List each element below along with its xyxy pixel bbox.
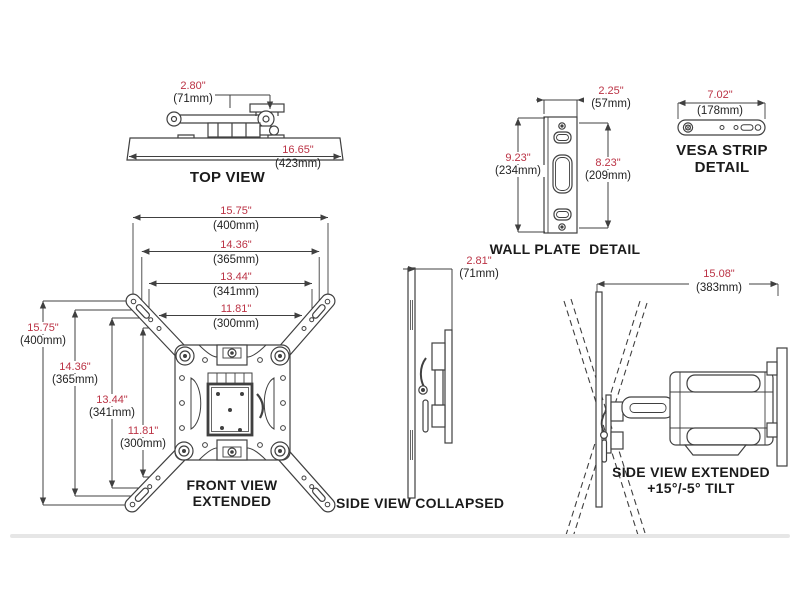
front-height-dim-1-mm: (400mm) — [17, 335, 69, 347]
vesa-strip-length-mm: (178mm) — [696, 105, 743, 117]
side-collapsed-linework — [407, 267, 453, 499]
vesa-arms — [124, 293, 336, 513]
vesa-strip-label-line1: VESA STRIP — [676, 142, 768, 159]
wall-plate-width-inches: 2.25" — [598, 85, 624, 97]
side-collapsed-depth-mm: (71mm) — [459, 268, 499, 280]
side-extended-extension-inches: 15.08" — [703, 268, 735, 280]
front-height-dim-4-inches: 11.81" — [124, 425, 162, 437]
wall-plate-hole-spacing-mm: (209mm) — [579, 170, 637, 182]
front-width-dim-1-mm: (400mm) — [212, 220, 259, 232]
top-view-plate-width-inches: 16.65" — [282, 144, 314, 156]
vesa-strip-linework — [677, 119, 766, 136]
side-extended-extension-mm: (383mm) — [689, 282, 749, 294]
front-width-dim-3-inches: 13.44" — [220, 271, 252, 283]
side-collapsed-depth-inches: 2.81" — [466, 255, 492, 267]
front-width-dim-1-inches: 15.75" — [220, 205, 252, 217]
side-extended-dim-lines — [596, 280, 779, 296]
front-height-dim-2-inches: 14.36" — [56, 361, 94, 373]
front-height-dim-3-mm: (341mm) — [86, 407, 138, 419]
wall-plate-width-mm: (57mm) — [591, 98, 631, 110]
front-width-dim-2-mm: (365mm) — [212, 254, 259, 266]
vesa-strip-label-line2: DETAIL — [694, 159, 750, 176]
wall-plate-linework — [543, 116, 578, 234]
front-height-dim-1-inches: 15.75" — [24, 322, 62, 334]
front-view-drawing — [39, 214, 336, 513]
front-height-dim-4-mm: (300mm) — [117, 438, 169, 450]
bottom-divider — [10, 534, 790, 538]
top-view-dim-lines — [129, 94, 341, 160]
vesa-strip-drawing — [677, 99, 766, 136]
vesa-strip-dim-lines — [677, 99, 766, 119]
front-view-dim-lines — [39, 214, 329, 506]
side-extended-label-line2: +15°/-5° TILT — [647, 480, 735, 496]
vesa-strip-length-inches: 7.02" — [707, 89, 733, 101]
front-width-dim-3-mm: (341mm) — [212, 286, 259, 298]
side-extended-drawing — [563, 280, 788, 538]
side-extended-label-line1: SIDE VIEW EXTENDED — [612, 464, 770, 480]
wall-plate-height-inches: 9.23" — [496, 152, 540, 164]
wall-plate-hole-spacing-inches: 8.23" — [586, 157, 630, 169]
top-view-arm-offset-inches: 2.80" — [180, 80, 206, 92]
front-height-dim-2-mm: (365mm) — [49, 374, 101, 386]
front-height-dim-3-inches: 13.44" — [93, 394, 131, 406]
front-width-dim-2-inches: 14.36" — [220, 239, 252, 251]
side-collapsed-dim-lines — [403, 266, 453, 330]
side-collapsed-label: SIDE VIEW COLLAPSED — [336, 495, 505, 511]
wall-plate-drawing — [514, 97, 612, 234]
side-extended-linework — [595, 291, 788, 508]
top-view-drawing — [126, 94, 344, 161]
wall-plate-label: WALL PLATE DETAIL — [489, 241, 641, 257]
top-view-label: TOP VIEW — [189, 169, 266, 186]
center-plate — [174, 344, 291, 461]
top-view-arm-offset-mm: (71mm) — [173, 93, 213, 105]
front-view-label-line2: EXTENDED — [192, 493, 272, 509]
front-width-dim-4-inches: 11.81" — [220, 303, 252, 315]
wall-plate-height-mm: (234mm) — [489, 165, 547, 177]
front-width-dim-4-mm: (300mm) — [212, 318, 259, 330]
front-view-label-line1: FRONT VIEW — [186, 477, 278, 493]
top-view-plate-width-mm: (423mm) — [274, 158, 321, 170]
side-collapsed-drawing — [403, 266, 453, 499]
